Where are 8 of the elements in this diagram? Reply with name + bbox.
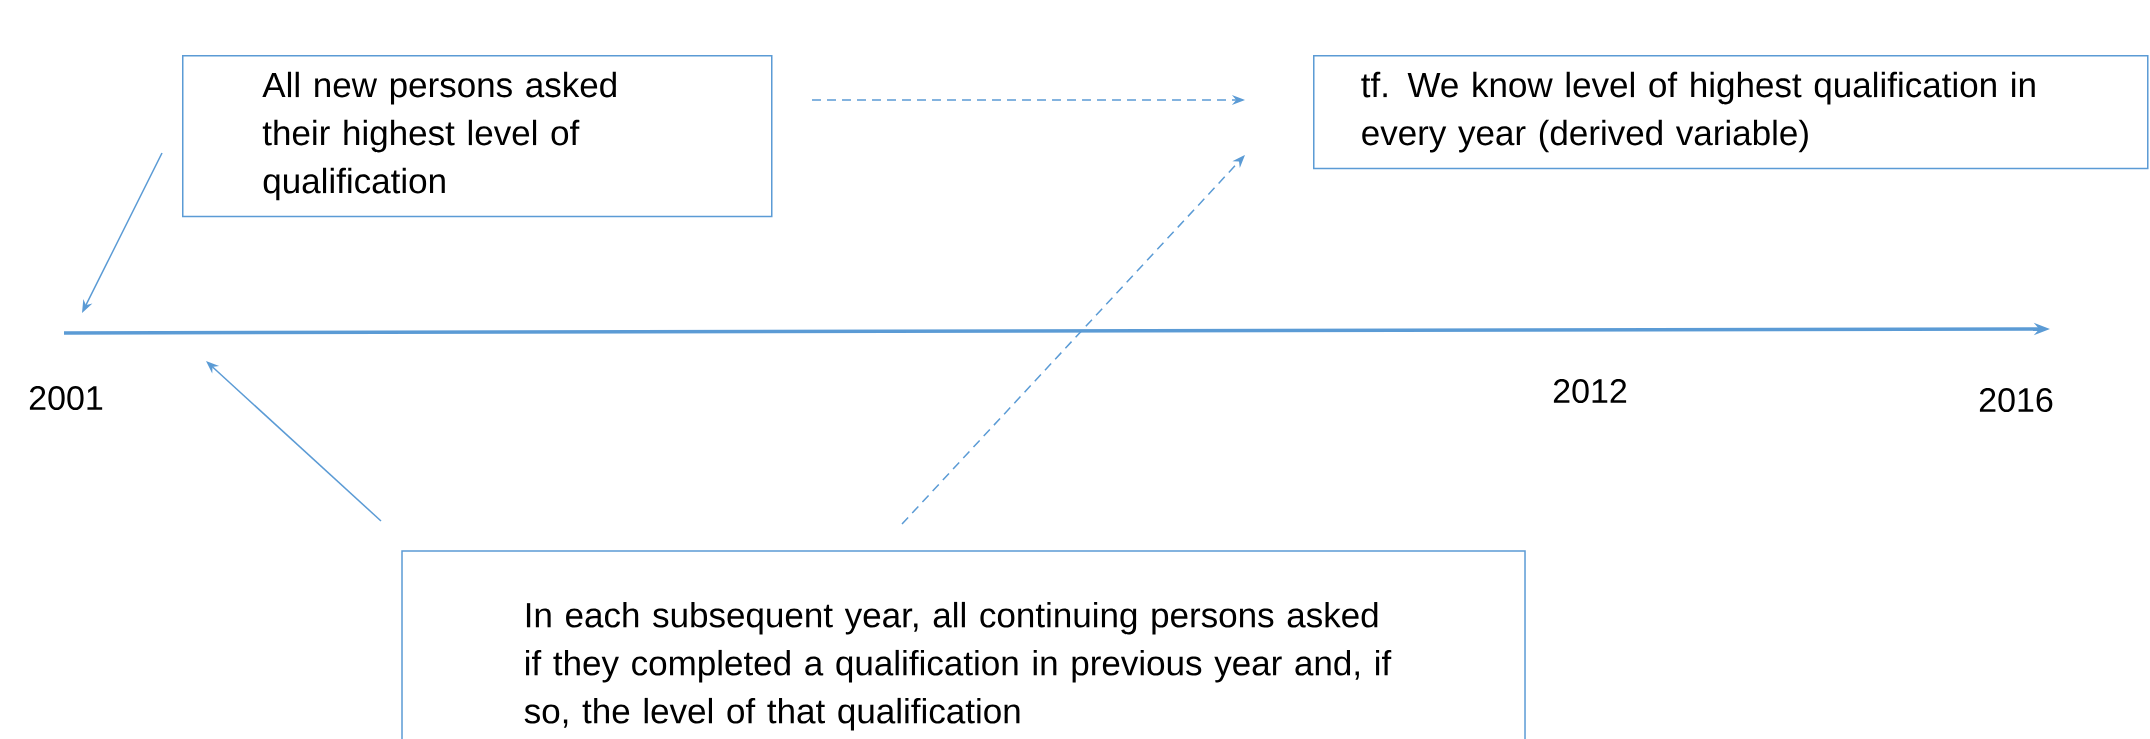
dashed-arrow [901,155,1245,525]
text-box: In each subsequent year, all continuing persons asked if they completed a qualification in previous year and, if so, the level of that qualification [401,550,1526,739]
year-label: 2016 [1979,387,2053,413]
text-box: tf. We know level of highest qualification in every year (derived variable) [1313,55,2149,170]
year-label: 2001 [29,385,103,411]
arrow [206,361,382,522]
text-box: All new persons asked their highest level of qualification [182,55,773,218]
year-label: 2012 [1553,378,1627,404]
